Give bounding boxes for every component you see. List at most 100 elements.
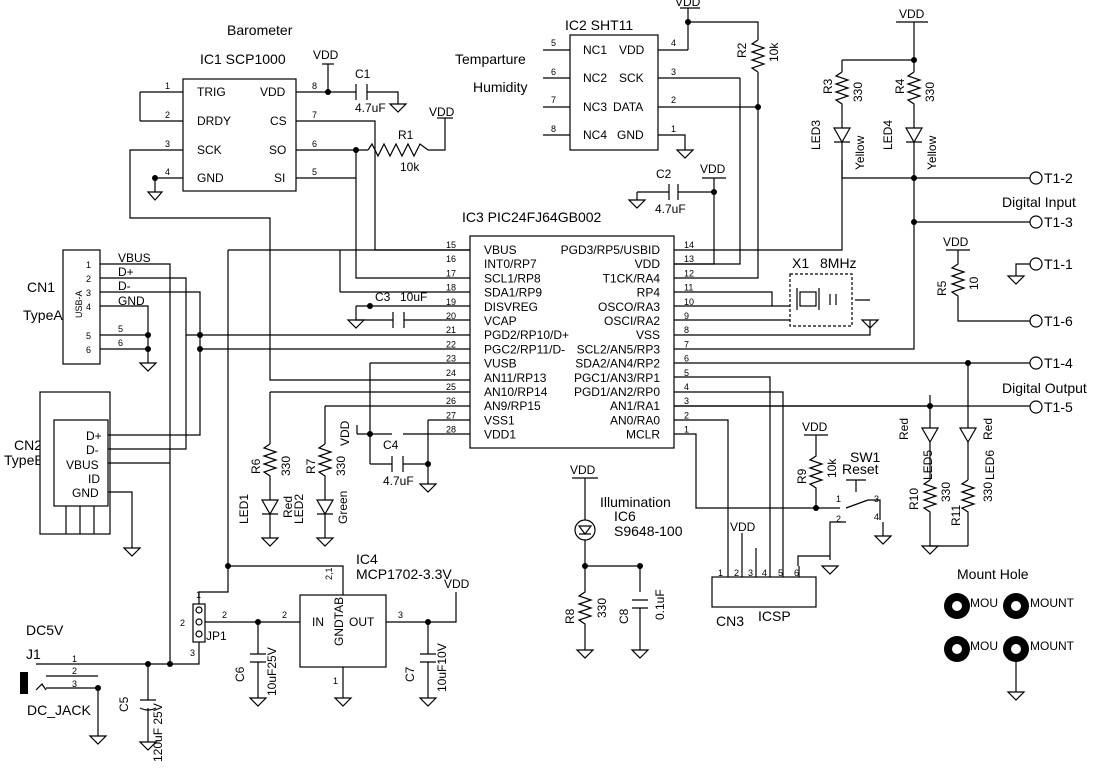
r4-value: 330	[923, 82, 937, 102]
terminal-t1-4[interactable]: T1-4	[1029, 355, 1073, 371]
ic3-pin-number: 7	[684, 339, 689, 349]
cn3-num-3: 3	[748, 568, 753, 578]
c4-ref: C4	[383, 438, 399, 452]
capacitor-c7[interactable]: C7 10uF10V	[403, 622, 449, 698]
resistor-r2[interactable]: R2 10k	[735, 39, 781, 73]
mount-3-label: MOU	[970, 639, 998, 653]
capacitor-c4[interactable]: C4 4.7uF VDD	[338, 420, 438, 493]
ic1-num-5: 5	[312, 167, 317, 177]
led4-color: Yellow	[925, 135, 939, 170]
led2-ref: LED2	[292, 494, 306, 524]
resistor-r5[interactable]: R5 10	[935, 249, 1030, 322]
terminal-t1-6[interactable]: T1-6	[1029, 313, 1073, 329]
led4-ref: LED4	[881, 120, 895, 150]
r9-ref: R9	[795, 468, 809, 484]
resistor-r9[interactable]: R9 10k	[795, 434, 839, 508]
ic4-pin-gnd: GNDTAB	[332, 597, 346, 646]
ic3-pin-label: SDA1/RP9	[484, 286, 542, 300]
led-led6[interactable]: Red LED6	[958, 363, 997, 480]
cn1-pin-dplus: D+	[118, 265, 134, 279]
ic3-pin-number: 6	[684, 354, 689, 364]
r9-value: 10k	[825, 458, 839, 478]
ic4-num-out: 3	[398, 610, 403, 620]
j1-num-2: 2	[72, 666, 77, 676]
mount-holes[interactable]: Mount Hole MOU MOUNT MOU MOUNT	[944, 566, 1075, 692]
t1-3-label: T1-3	[1044, 214, 1073, 230]
capacitor-c2[interactable]: C2 4.7uF VDD	[627, 162, 726, 265]
ic4-regulator[interactable]: IC4 MCP1702-3.3V IN OUT GNDTAB 2 3 1 2,1…	[228, 551, 470, 698]
resistor-r3[interactable]: R3 330	[821, 71, 865, 128]
terminal-t1-1[interactable]: T1-1	[1029, 256, 1073, 272]
capacitor-c1[interactable]: C1 4.7uF	[355, 67, 408, 115]
ic3-pin-number: 26	[446, 396, 456, 406]
ic2-body	[569, 34, 659, 151]
ic3-pin-number: 24	[446, 368, 456, 378]
connector-cn3-icsp[interactable]: 1 2 3 4 5 6 ICSP CN3 VDD	[711, 520, 830, 629]
resistor-r4[interactable]: R4 330	[893, 71, 937, 128]
capacitor-c8[interactable]: C8 0.1uF	[617, 589, 667, 650]
ic2-pin-gnd: GND	[617, 128, 644, 142]
capacitor-c6[interactable]: C6 10uF25V	[233, 622, 279, 698]
t1-4-label: T1-4	[1044, 355, 1073, 371]
connector-cn1-usb-a[interactable]: CN1 TypeA USB-A 1 2 3 4 5 6 VBUS D+ D- G…	[23, 249, 201, 665]
cn1-side-label: USB-A	[74, 290, 84, 318]
ic2-num-7: 7	[551, 95, 556, 105]
junction-dot	[755, 104, 761, 110]
cn3-num-2: 2	[734, 568, 739, 578]
ic3-pin-number: 1	[684, 425, 689, 435]
sw1-num-1: 1	[836, 494, 841, 504]
resistor-r6[interactable]: R6 330	[249, 443, 293, 500]
dc-jack-j1[interactable]: DC5V J1 1 2 3 DC_JACK	[20, 622, 170, 736]
ic3-pin-label: T1CK/RA4	[603, 271, 661, 285]
ic2-num-8: 8	[551, 124, 556, 134]
led-led3[interactable]: LED3 Yellow	[809, 120, 1030, 179]
resistor-r10[interactable]: R10 330	[907, 479, 968, 547]
led-led5[interactable]: Red LED5	[897, 406, 940, 480]
label-humidity: Humidity	[473, 79, 527, 95]
c2-ref: C2	[656, 167, 672, 181]
r3-ref: R3	[821, 78, 835, 94]
photodiode-ic6[interactable]: VDD Illumination IC6 S9648-100	[570, 463, 683, 592]
ic3-pin-label: PGD1/AN2/RP0	[574, 385, 660, 399]
led-led2[interactable]: LED2 Green	[292, 491, 350, 538]
cn1-num-3: 3	[86, 288, 91, 298]
ground-symbol	[1006, 691, 1026, 701]
c2-value: 4.7uF	[655, 202, 686, 216]
ground-symbol	[860, 319, 880, 329]
sw1-name: Reset	[842, 461, 879, 477]
terminal-t1-2[interactable]: T1-2	[1029, 170, 1073, 186]
resistor-r7[interactable]: R7 330	[304, 443, 348, 500]
junction-dot	[911, 175, 917, 181]
ic3-pic24[interactable]: IC3 PIC24FJ64GB002	[462, 209, 675, 449]
ic2-ref: IC2 SHT11	[565, 17, 633, 33]
ic1-barometer[interactable]: Barometer IC1 SCP1000 TRIG DRDY SCK GND …	[155, 22, 328, 192]
cn1-type: TypeA	[23, 307, 63, 323]
ic3-pin-number: 15	[446, 240, 456, 250]
resistor-r1[interactable]: R1 10k VDD	[367, 105, 455, 174]
vdd-label-r5: VDD	[943, 235, 969, 249]
ic3-pin-number: 28	[446, 425, 456, 435]
crystal-x1[interactable]: X1 8MHz	[789, 255, 870, 327]
terminal-t1-5[interactable]: T1-5	[1029, 399, 1073, 415]
capacitor-c5[interactable]: C5 120uF 25V	[117, 664, 165, 762]
c5-ref: C5	[117, 696, 131, 712]
junction-dot	[145, 346, 151, 352]
connector-cn2-usb-b[interactable]: CN2 TypeB D+ D- VBUS ID GND	[4, 335, 201, 548]
resistor-r11[interactable]: R11 330	[949, 479, 995, 546]
ic2-sht11[interactable]: IC2 SHT11 Temparture Humidity NC1 NC2 NC…	[455, 17, 758, 151]
led-led4[interactable]: LED4 Yellow	[881, 120, 1030, 223]
led1-color: Red	[281, 496, 295, 518]
ic2-num-5: 5	[551, 38, 556, 48]
junction-dot	[637, 563, 643, 569]
junction-dot	[145, 332, 151, 338]
vdd-label-c4: VDD	[338, 420, 352, 446]
capacitor-c3[interactable]: C3 10uF	[346, 290, 427, 329]
ic2-pin-sck: SCK	[619, 71, 644, 85]
resistor-r8[interactable]: R8 330	[563, 566, 609, 650]
jumper-jp1[interactable]: 1 2 3 JP1 2	[170, 566, 300, 665]
terminal-t1-3[interactable]: T1-3	[1029, 214, 1073, 230]
led-led1[interactable]: LED1 Red	[237, 494, 295, 538]
switch-sw1[interactable]: SW1 Reset 1 2 3 4	[816, 449, 881, 560]
junction-dot	[367, 303, 373, 309]
